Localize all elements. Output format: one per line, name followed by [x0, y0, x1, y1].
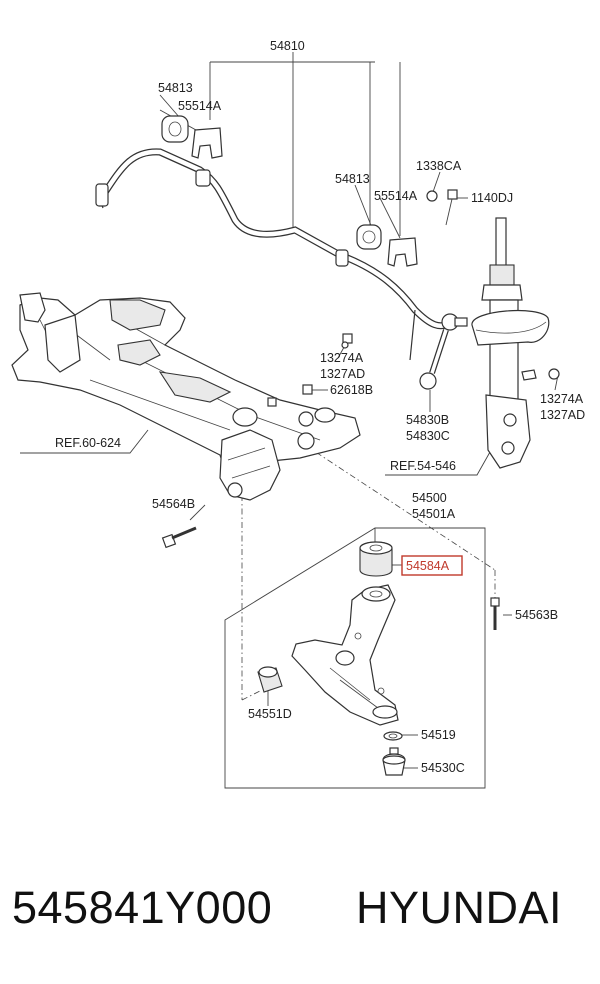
- ref-60-624[interactable]: REF.60-624: [55, 436, 121, 450]
- ref-54-546[interactable]: REF.54-546: [390, 459, 456, 473]
- label-54810[interactable]: 54810: [270, 39, 305, 53]
- stabilizer-bushings: [161, 115, 418, 267]
- bolt-54564b: [161, 526, 197, 549]
- label-1327ad-right[interactable]: 1327AD: [540, 408, 585, 422]
- label-54830c[interactable]: 54830C: [406, 429, 450, 443]
- suspension-parts-diagram: 54810 54813 55514A 54813 55514A 1338CA 1…: [11, 39, 585, 789]
- label-54563b[interactable]: 54563B: [515, 608, 558, 622]
- crossmember-bolts: [267, 333, 353, 407]
- lower-control-arm: [257, 541, 500, 776]
- label-54830b[interactable]: 54830B: [406, 413, 449, 427]
- highlight-box-54584a: [401, 555, 463, 576]
- part-labels: 54810 54813 55514A 54813 55514A 1338CA 1…: [55, 39, 585, 775]
- mount-bolts: [426, 189, 458, 226]
- label-1338ca[interactable]: 1338CA: [416, 159, 462, 173]
- label-13274a-left[interactable]: 13274A: [320, 351, 364, 365]
- label-54519[interactable]: 54519: [421, 728, 456, 742]
- label-13274a-right[interactable]: 13274A: [540, 392, 584, 406]
- label-55514a-left[interactable]: 55514A: [178, 99, 222, 113]
- part-number: 545841Y000: [12, 882, 273, 933]
- label-1140dj[interactable]: 1140DJ: [471, 191, 513, 205]
- stabilizer-link: [419, 313, 468, 390]
- label-54551d[interactable]: 54551D: [248, 707, 292, 721]
- strut-assembly: [471, 217, 560, 469]
- label-54564b[interactable]: 54564B: [152, 497, 195, 511]
- label-54813-left[interactable]: 54813: [158, 81, 193, 95]
- brand-name: HYUNDAI: [356, 882, 563, 933]
- label-1327ad-left[interactable]: 1327AD: [320, 367, 365, 381]
- label-55514a-right[interactable]: 55514A: [374, 189, 418, 203]
- label-54501a[interactable]: 54501A: [412, 507, 456, 521]
- front-crossmember: [11, 292, 361, 501]
- label-54813-right[interactable]: 54813: [335, 172, 370, 186]
- leader-lines: [20, 52, 559, 789]
- stabilizer-bar: [95, 148, 456, 361]
- label-54584a[interactable]: 54584A: [406, 559, 450, 573]
- label-54500[interactable]: 54500: [412, 491, 447, 505]
- label-62618b[interactable]: 62618B: [330, 383, 373, 397]
- label-54530c[interactable]: 54530C: [421, 761, 465, 775]
